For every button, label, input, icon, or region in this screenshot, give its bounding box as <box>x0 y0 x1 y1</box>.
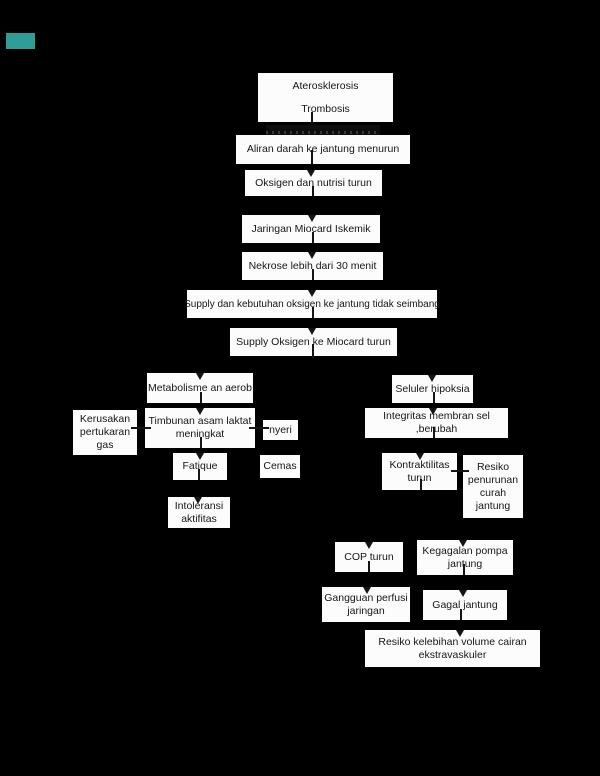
arrowhead-down-icon <box>456 630 464 637</box>
connector-line <box>433 392 435 403</box>
connector-line <box>200 437 202 448</box>
arrowhead-down-icon <box>196 453 204 460</box>
node-label: Gagal jantung <box>432 598 498 611</box>
connector-line <box>420 479 422 490</box>
node-label: curah <box>479 486 507 499</box>
arrowhead-down-icon <box>308 215 316 222</box>
arrowhead-down-icon <box>428 375 436 382</box>
connector-line <box>312 232 314 243</box>
connector-line <box>312 186 314 196</box>
node-label: COP turun <box>344 550 394 563</box>
node-label: Resiko <box>476 460 510 473</box>
connector-line <box>311 112 313 122</box>
node-label: Nekrose lebih dari 30 menit <box>248 259 377 272</box>
connector-line <box>312 344 314 358</box>
redacted-text-line <box>266 125 380 135</box>
connector-line <box>200 392 202 403</box>
flowchart-node-supply-oksigen: Supply Oksigen ke Miocard turun <box>230 328 397 356</box>
node-label: Seluler hipoksia <box>395 382 470 395</box>
node-label: Supply dan kebutuhan oksigen ke jantung … <box>184 298 440 310</box>
node-label: Jaringan Miocard Iskemik <box>251 222 371 235</box>
arrowhead-down-icon <box>194 497 202 504</box>
teal-highlight-marker <box>6 33 35 49</box>
node-label: aktifitas <box>181 512 217 525</box>
flowchart-node-nyeri: nyeri <box>263 420 298 440</box>
connector-line-horizontal <box>451 470 469 472</box>
node-label: Trombosis <box>301 102 350 115</box>
node-label: Fatique <box>182 460 218 472</box>
node-label: pertukaran <box>79 426 131 438</box>
node-label: Aterosklerosis <box>292 79 359 92</box>
arrowhead-down-icon <box>196 373 204 380</box>
node-label: jantung <box>475 499 511 512</box>
flowchart-node-fatique: Fatique <box>173 453 227 480</box>
connector-line-horizontal <box>249 427 269 429</box>
node-label: turun <box>407 471 432 484</box>
node-label: Kegagalan pompa <box>422 544 508 557</box>
node-label: jaringan <box>347 604 385 617</box>
node-label: Resiko kelebihan volume cairan <box>378 635 527 648</box>
node-label: Gangguan perfusi <box>324 591 408 604</box>
arrowhead-down-icon <box>363 587 371 594</box>
flowchart-node-integritas-membran: Integritas membran sel,berubah <box>365 408 508 438</box>
arrowhead-down-icon <box>308 290 316 297</box>
connector-line <box>312 269 314 280</box>
node-label: Integritas membran sel <box>383 410 490 422</box>
connector-line <box>312 307 314 318</box>
connector-line <box>368 561 370 572</box>
arrowhead-down-icon <box>308 252 316 259</box>
connector-line <box>460 609 462 620</box>
arrowhead-down-icon <box>459 540 467 547</box>
connector-line-horizontal <box>131 427 151 429</box>
connector-line <box>311 150 313 164</box>
node-label: Intoleransi <box>174 499 224 512</box>
connector-line <box>463 564 465 575</box>
node-label: Kerusakan <box>79 413 131 425</box>
arrowhead-down-icon <box>429 408 437 415</box>
arrowhead-down-icon <box>196 408 204 415</box>
arrowhead-down-icon <box>308 328 316 335</box>
flowchart-node-kegagalan-pompa: Kegagalan pompajantung <box>417 540 513 575</box>
node-label: Metabolisme an aerob <box>148 381 252 394</box>
arrowhead-down-icon <box>459 590 467 597</box>
node-label: meningkat <box>175 428 225 440</box>
connector-line <box>198 469 200 480</box>
arrowhead-down-icon <box>416 453 424 460</box>
connector-line <box>433 427 435 438</box>
node-label: ,berubah <box>415 423 458 435</box>
node-label: Aliran darah ke jantung menurun <box>246 143 400 155</box>
flowchart-node-aliran-darah: Aliran darah ke jantung menurun <box>236 135 410 164</box>
node-label: ekstravaskuler <box>418 648 487 661</box>
node-label: Supply Oksigen ke Miocard turun <box>236 335 391 348</box>
node-label: Timbunan asam laktat <box>148 415 252 427</box>
arrowhead-down-icon <box>307 170 315 177</box>
node-label: Cemas <box>263 460 297 472</box>
node-label: gas <box>96 439 114 451</box>
node-label: Oksigen dan nutrisi turun <box>255 176 372 189</box>
flowchart-node-cemas: Cemas <box>260 455 300 478</box>
node-label: penurunan <box>467 473 519 486</box>
node-label: nyeri <box>269 423 292 436</box>
node-label: Kontraktilitas <box>389 458 450 471</box>
arrowhead-down-icon <box>365 542 373 549</box>
node-label: jantung <box>448 558 482 571</box>
